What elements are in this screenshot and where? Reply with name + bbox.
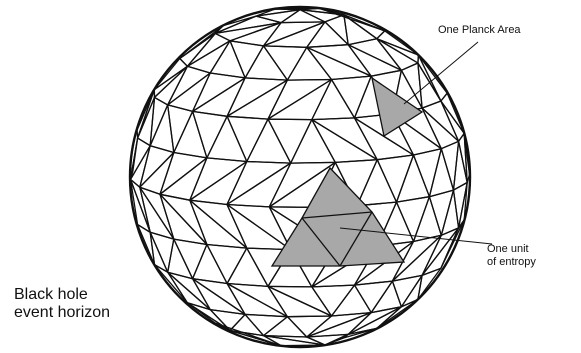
mesh-triangle [291, 120, 336, 164]
mesh-triangle [247, 119, 291, 163]
mesh-triangle [154, 59, 187, 90]
mesh-triangle [397, 155, 430, 202]
mesh-triangle [429, 149, 453, 197]
event-horizon-label-line-1: Black hole [14, 286, 110, 304]
mesh-triangle [140, 187, 174, 239]
event-horizon-label-line-2: event horizon [14, 304, 110, 322]
mesh-triangle [227, 116, 268, 161]
entropy-unit-label: One unit of entropy [487, 243, 536, 268]
entropy-unit-region [272, 168, 404, 266]
entropy-unit-label-line-1: One unit [487, 243, 536, 256]
mesh-triangle [207, 116, 247, 161]
planck-area-triangle [372, 78, 422, 136]
mesh-triangle [332, 76, 372, 118]
mesh-triangle [245, 314, 287, 335]
mesh-triangle [429, 190, 453, 235]
mesh-triangle [230, 331, 281, 346]
mesh-triangle [174, 239, 207, 279]
mesh-triangle [441, 220, 464, 268]
mesh-triangle [227, 248, 268, 286]
mesh-triangle [207, 245, 247, 284]
mesh-triangle [268, 119, 312, 163]
mesh-triangle [150, 232, 174, 272]
mesh-triangle [180, 33, 216, 66]
mesh-triangle [210, 41, 245, 78]
mesh-triangle [357, 160, 397, 206]
mesh-triangle [414, 197, 442, 242]
mesh-triangle [174, 111, 207, 157]
mesh-triangle [155, 265, 188, 303]
mesh-triangle [287, 47, 331, 80]
triangle-mesh [131, 8, 470, 345]
mesh-triangle [418, 55, 447, 101]
mesh-triangle [307, 22, 348, 47]
mesh-triangle [414, 149, 442, 197]
mesh-triangle [230, 41, 264, 78]
mesh-triangle [332, 285, 372, 316]
mesh-triangle [168, 105, 193, 153]
mesh-triangle [392, 275, 422, 306]
mesh-triangle [245, 46, 287, 80]
planck-area-label: One Planck Area [438, 24, 521, 37]
mesh-triangle [264, 46, 307, 80]
event-horizon-label: Black hole event horizon [14, 286, 110, 323]
mesh-triangle [264, 317, 307, 337]
mesh-triangle [312, 80, 355, 120]
mesh-triangle [355, 281, 393, 313]
entropy-unit-label-line-2: of entropy [487, 256, 536, 269]
mesh-triangle [287, 316, 331, 337]
mesh-triangle [319, 8, 385, 31]
mesh-triangle [312, 285, 355, 316]
mesh-triangle [377, 155, 413, 202]
mesh-triangle [190, 162, 247, 205]
